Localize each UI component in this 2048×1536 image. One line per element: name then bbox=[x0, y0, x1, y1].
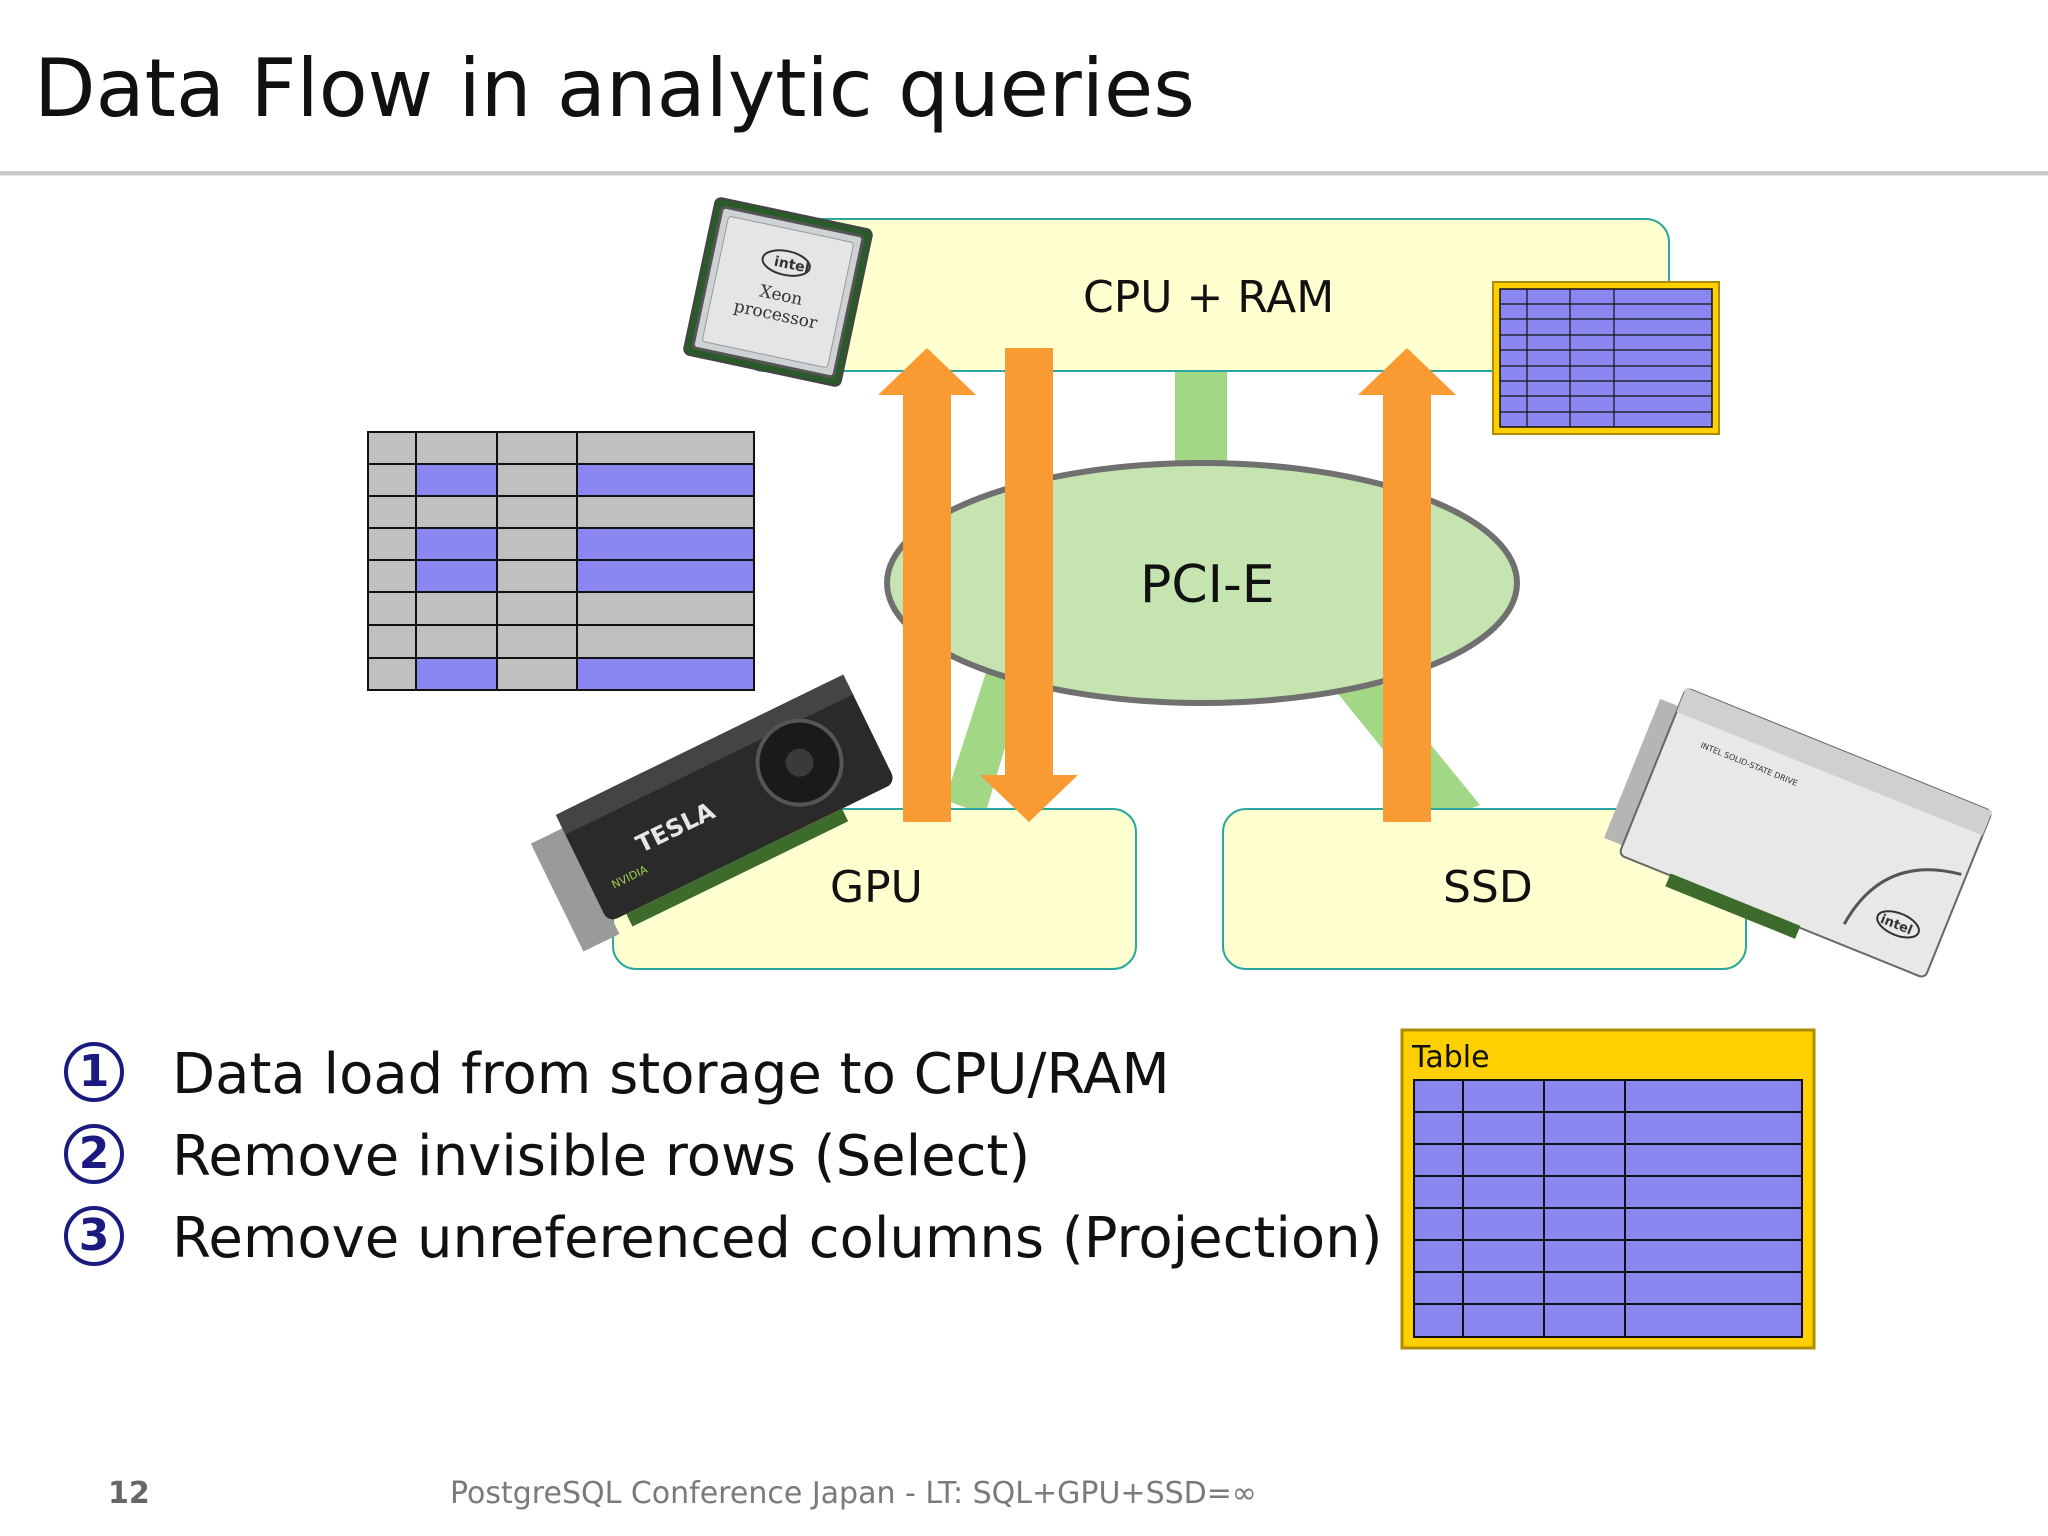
intel-ssd-image: intel INTEL SOLID-STATE DRIVE bbox=[1604, 687, 1993, 978]
arrow-gpu-to-cpu bbox=[878, 348, 976, 822]
svg-text:intel: intel bbox=[773, 254, 811, 277]
ssd-label: SSD bbox=[1443, 862, 1533, 913]
gpu-label: GPU bbox=[830, 862, 923, 913]
row-filter-table bbox=[367, 431, 755, 691]
step-2-text: Remove invisible rows (Select) bbox=[172, 1124, 1031, 1189]
arrow-ssd-to-cpu bbox=[1358, 348, 1456, 822]
step-2-marker: 2 bbox=[64, 1123, 124, 1184]
title-divider bbox=[0, 171, 2048, 176]
step-3-text: Remove unreferenced columns (Projection) bbox=[172, 1206, 1383, 1271]
step-1-marker: 1 bbox=[64, 1041, 124, 1102]
ram-table bbox=[1492, 281, 1720, 435]
cpu-ram-label: CPU + RAM bbox=[1083, 272, 1335, 323]
step-3-marker: 3 bbox=[64, 1205, 124, 1266]
storage-table-label: Table bbox=[1412, 1040, 1490, 1075]
step-1: 1 Data load from storage to CPU/RAM bbox=[64, 1041, 1170, 1108]
arrow-cpu-to-gpu bbox=[980, 348, 1078, 822]
xeon-processor-image: intel Xeon processor bbox=[683, 197, 873, 387]
footer-caption: PostgreSQL Conference Japan - LT: SQL+GP… bbox=[450, 1476, 1257, 1511]
step-1-text: Data load from storage to CPU/RAM bbox=[172, 1042, 1170, 1107]
tesla-gpu-image: TESLA NVIDIA bbox=[530, 674, 893, 952]
step-3: 3 Remove unreferenced columns (Projection… bbox=[64, 1205, 1383, 1272]
step-2: 2 Remove invisible rows (Select) bbox=[64, 1123, 1031, 1190]
cpu-pcie-link bbox=[1175, 365, 1227, 475]
pcie-label: PCI-E bbox=[1140, 555, 1275, 615]
storage-table bbox=[1400, 1028, 1816, 1350]
page-number: 12 bbox=[108, 1476, 150, 1511]
slide-title: Data Flow in analytic queries bbox=[34, 42, 1195, 135]
